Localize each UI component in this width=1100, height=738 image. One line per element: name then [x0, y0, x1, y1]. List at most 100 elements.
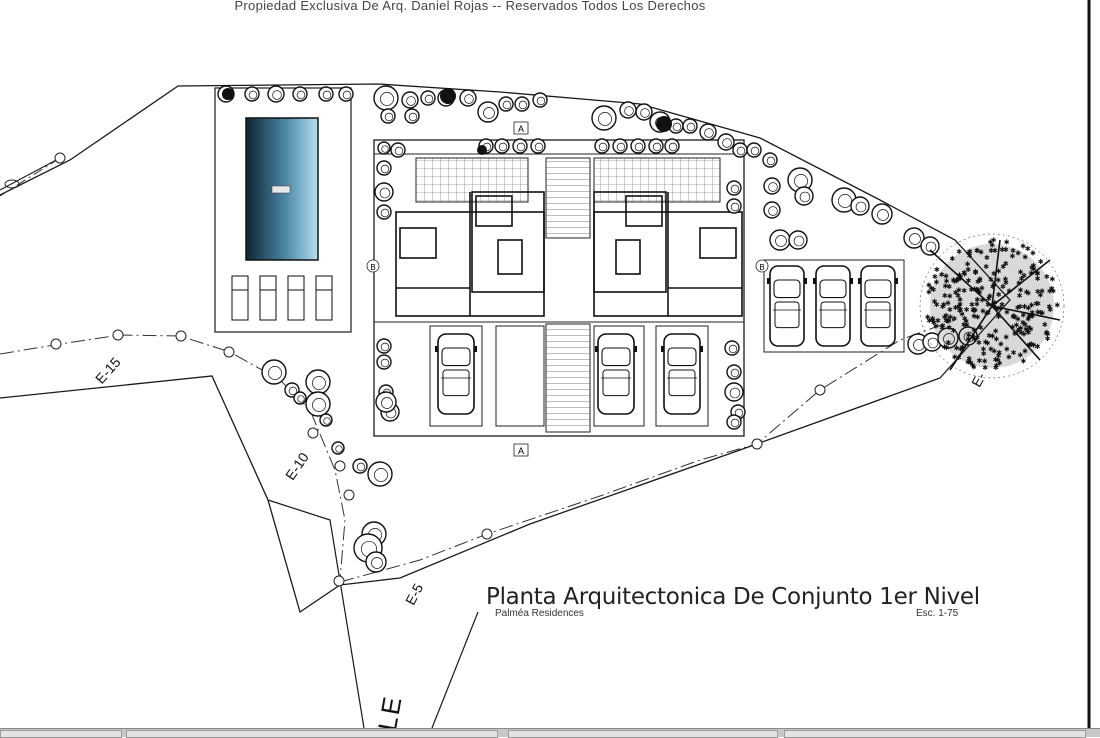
- svg-text:✱: ✱: [959, 311, 965, 319]
- site-trees: [217, 85, 978, 573]
- svg-text:✱: ✱: [951, 315, 957, 323]
- svg-text:✱: ✱: [928, 284, 934, 292]
- svg-text:✱: ✱: [1010, 324, 1016, 332]
- svg-text:✱: ✱: [986, 332, 992, 340]
- svg-text:✱: ✱: [926, 317, 932, 325]
- taskbar-button[interactable]: [126, 730, 498, 738]
- svg-text:✱: ✱: [1018, 287, 1024, 295]
- svg-text:✱: ✱: [957, 307, 963, 315]
- unit-right-walls: [593, 191, 743, 317]
- svg-text:✱: ✱: [1039, 288, 1045, 296]
- svg-text:✱: ✱: [970, 306, 976, 314]
- svg-text:✱: ✱: [976, 339, 982, 347]
- svg-text:✱: ✱: [955, 292, 961, 300]
- svg-text:✱: ✱: [958, 306, 964, 314]
- car: [767, 265, 807, 347]
- svg-text:✱: ✱: [998, 340, 1004, 348]
- svg-text:✱: ✱: [941, 301, 947, 309]
- svg-text:✱: ✱: [1031, 266, 1037, 274]
- svg-text:✱: ✱: [1024, 289, 1030, 297]
- large-tree-canopy: ✱✱✱✱✱✱✱✱✱✱✱✱✱✱✱✱✱✱✱✱✱✱✱✱✱✱✱✱✱✱✱✱✱✱✱✱✱✱✱✱…: [925, 237, 1061, 373]
- svg-text:✱: ✱: [1026, 324, 1032, 332]
- svg-text:✱: ✱: [1017, 303, 1023, 311]
- svg-text:✱: ✱: [990, 283, 996, 291]
- svg-text:B: B: [759, 263, 764, 272]
- svg-text:✱: ✱: [962, 315, 968, 323]
- plan-subtitle: Palméa Residences: [495, 608, 584, 619]
- svg-text:✱: ✱: [1035, 308, 1041, 316]
- svg-text:✱: ✱: [1010, 247, 1016, 255]
- svg-text:✱: ✱: [1022, 303, 1028, 311]
- contour-e5: [339, 319, 956, 583]
- svg-text:✱: ✱: [1030, 312, 1036, 320]
- svg-text:✱: ✱: [1020, 242, 1026, 250]
- svg-text:✱: ✱: [965, 359, 971, 367]
- svg-text:✱: ✱: [1003, 334, 1009, 342]
- svg-text:✱: ✱: [1035, 300, 1041, 308]
- svg-text:✱: ✱: [1006, 354, 1012, 362]
- svg-text:✱: ✱: [1020, 319, 1026, 327]
- svg-text:✱: ✱: [946, 283, 952, 291]
- svg-text:✱: ✱: [1004, 239, 1010, 247]
- svg-text:✱: ✱: [1030, 250, 1036, 258]
- boundary-top-detail: [0, 157, 61, 191]
- svg-text:✱: ✱: [975, 278, 981, 286]
- pool-deck: [214, 87, 352, 333]
- taskbar-button[interactable]: [784, 730, 1086, 738]
- svg-text:✱: ✱: [991, 348, 997, 356]
- svg-text:✱: ✱: [977, 276, 983, 284]
- svg-text:✱: ✱: [942, 283, 948, 291]
- svg-text:✱: ✱: [982, 357, 988, 365]
- svg-text:✱: ✱: [1045, 335, 1051, 343]
- svg-text:✱: ✱: [1035, 275, 1041, 283]
- svg-text:✱: ✱: [956, 275, 962, 283]
- svg-text:✱: ✱: [947, 292, 953, 300]
- sun-loungers: [231, 275, 333, 321]
- svg-text:✱: ✱: [983, 339, 989, 347]
- svg-text:✱: ✱: [1044, 273, 1050, 281]
- svg-text:✱: ✱: [1038, 309, 1044, 317]
- svg-text:✱: ✱: [946, 324, 952, 332]
- contour-nodes: [50, 152, 826, 587]
- svg-text:✱: ✱: [953, 289, 959, 297]
- svg-text:✱: ✱: [988, 276, 994, 284]
- svg-text:✱: ✱: [1016, 279, 1022, 287]
- svg-text:✱: ✱: [997, 305, 1003, 313]
- svg-text:✱: ✱: [1026, 312, 1032, 320]
- svg-text:✱: ✱: [1047, 287, 1053, 295]
- svg-text:✱: ✱: [951, 278, 957, 286]
- svg-text:✱: ✱: [945, 299, 951, 307]
- taskbar-button[interactable]: [508, 730, 778, 738]
- svg-text:✱: ✱: [985, 301, 991, 309]
- svg-text:✱: ✱: [968, 286, 974, 294]
- svg-text:✱: ✱: [1027, 341, 1033, 349]
- svg-text:✱: ✱: [1019, 275, 1025, 283]
- svg-text:✱: ✱: [1039, 309, 1045, 317]
- svg-text:✱: ✱: [1022, 321, 1028, 329]
- svg-text:✱: ✱: [1015, 327, 1021, 335]
- svg-text:✱: ✱: [989, 242, 995, 250]
- svg-text:✱: ✱: [991, 237, 997, 245]
- svg-text:✱: ✱: [1049, 285, 1055, 293]
- svg-text:✱: ✱: [966, 331, 972, 339]
- svg-text:✱: ✱: [978, 248, 984, 256]
- svg-text:✱: ✱: [996, 349, 1002, 357]
- svg-text:✱: ✱: [1026, 342, 1032, 350]
- svg-text:✱: ✱: [974, 247, 980, 255]
- svg-text:✱: ✱: [932, 298, 938, 306]
- svg-text:✱: ✱: [990, 302, 996, 310]
- svg-text:✱: ✱: [955, 276, 961, 284]
- svg-text:✱: ✱: [991, 303, 997, 311]
- svg-text:✱: ✱: [1044, 329, 1050, 337]
- svg-text:✱: ✱: [985, 309, 991, 317]
- svg-text:✱: ✱: [934, 278, 940, 286]
- svg-text:✱: ✱: [964, 306, 970, 314]
- svg-text:✱: ✱: [1018, 325, 1024, 333]
- svg-text:✱: ✱: [1023, 325, 1029, 333]
- parked-cars: [435, 265, 898, 415]
- taskbar-button[interactable]: [0, 730, 122, 738]
- svg-text:✱: ✱: [933, 323, 939, 331]
- svg-text:✱: ✱: [966, 355, 972, 363]
- svg-text:✱: ✱: [1004, 309, 1010, 317]
- svg-text:✱: ✱: [1009, 252, 1015, 260]
